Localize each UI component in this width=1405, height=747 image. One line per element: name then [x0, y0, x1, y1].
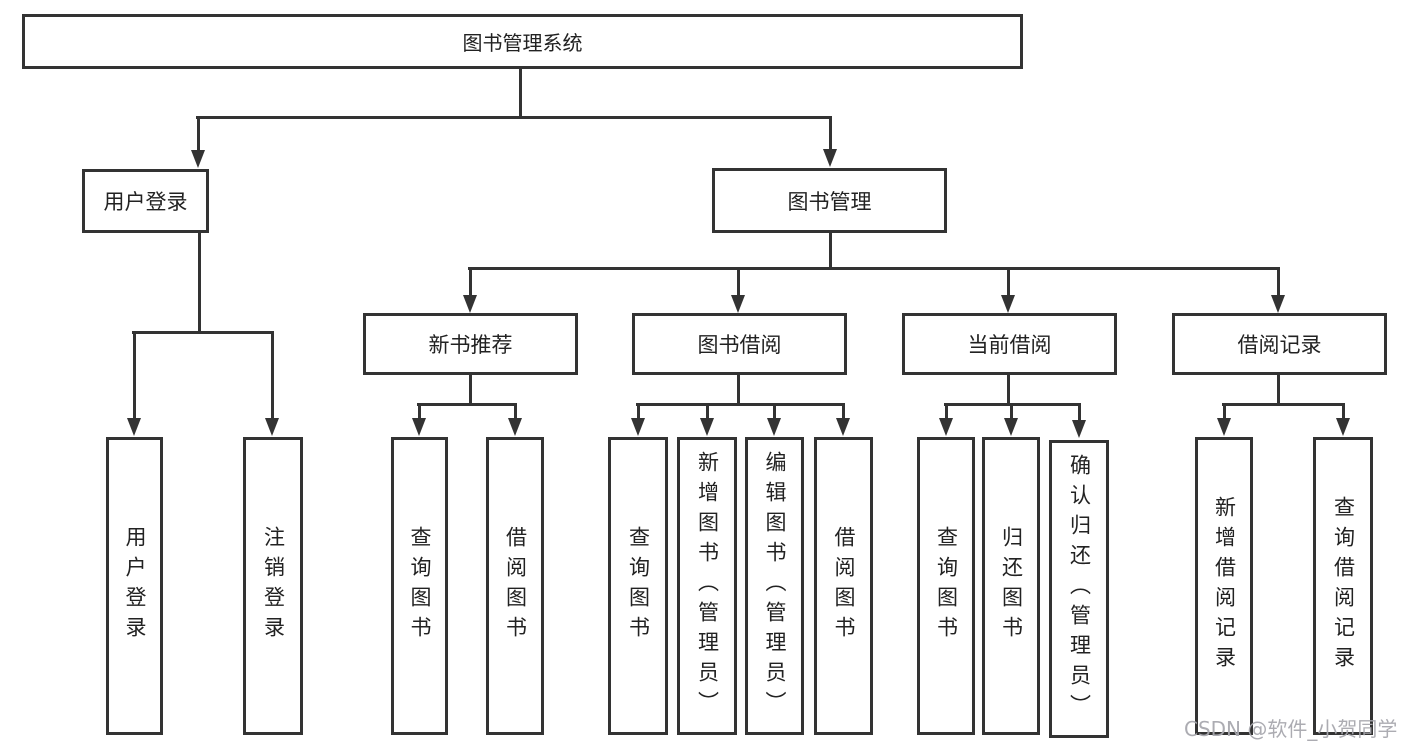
- leaf-edit-book-admin: 编辑图书（管理员）: [745, 437, 804, 735]
- node-label: 用户登录: [103, 190, 188, 214]
- node-label: 当前借阅: [967, 333, 1052, 357]
- arrowhead-add-book: [700, 418, 714, 436]
- node-book-borrowing: 图书借阅: [632, 313, 847, 375]
- node-label: 查询图书: [408, 526, 432, 646]
- connector-drop-user-login: [197, 116, 200, 152]
- arrowhead-query-2: [631, 418, 645, 436]
- arrowhead-current-borrowing: [1001, 295, 1015, 313]
- connector-drop-query-2: [637, 403, 640, 420]
- leaf-query-borrow-record: 查询借阅记录: [1313, 437, 1373, 735]
- leaf-add-book-admin: 新增图书（管理员）: [677, 437, 737, 735]
- connector-book-borrowing-rail: [636, 403, 845, 406]
- node-label: 借阅图书: [503, 526, 528, 646]
- connector-drop-current-borrowing: [1007, 267, 1010, 297]
- connector-drop-query-record: [1342, 403, 1345, 420]
- connector-current-borrowing-stem: [1007, 375, 1010, 406]
- node-root-library-system: 图书管理系统: [22, 14, 1023, 69]
- connector-drop-edit-book: [773, 403, 776, 420]
- arrowhead-logout-leaf: [265, 418, 279, 436]
- connector-drop-new-book: [469, 267, 472, 297]
- connector-drop-borrowing-records: [1277, 267, 1280, 297]
- arrowhead-add-record: [1217, 418, 1231, 436]
- arrowhead-new-book: [463, 295, 477, 313]
- leaf-query-books-current: 查询图书: [917, 437, 975, 735]
- node-label: 编辑图书（管理员）: [763, 451, 787, 721]
- leaf-logout: 注销登录: [243, 437, 303, 735]
- arrowhead-confirm-return: [1072, 420, 1086, 438]
- arrowhead-user-login: [191, 150, 205, 168]
- connector-drop-add-book: [706, 403, 709, 420]
- connector-drop-book-management: [829, 116, 832, 152]
- leaf-add-borrow-record: 新增借阅记录: [1195, 437, 1253, 735]
- node-label: 图书管理: [787, 189, 872, 214]
- node-label: 新增图书（管理员）: [695, 451, 720, 721]
- connector-drop-query-1: [418, 403, 421, 420]
- arrowhead-borrow-1: [508, 418, 522, 436]
- connector-book-mgmt-stem: [829, 233, 832, 270]
- connector-drop-borrow-1: [514, 403, 517, 420]
- node-label: 图书借阅: [697, 333, 782, 357]
- arrowhead-query-record: [1336, 418, 1350, 436]
- csdn-watermark: CSDN @软件_小贺同学: [1184, 717, 1398, 741]
- node-book-management: 图书管理: [712, 168, 947, 233]
- node-user-login: 用户登录: [82, 169, 209, 233]
- connector-drop-borrow-2: [842, 403, 845, 420]
- leaf-confirm-return-admin: 确认归还（管理员）: [1049, 440, 1109, 738]
- connector-new-book-stem: [469, 375, 472, 406]
- node-label: 查询借阅记录: [1331, 496, 1356, 676]
- connector-root-rail: [196, 116, 832, 119]
- arrowhead-return-book: [1004, 418, 1018, 436]
- connector-drop-return-book: [1010, 403, 1013, 420]
- node-label: 查询图书: [626, 526, 651, 646]
- leaf-borrow-books-borrowing: 借阅图书: [814, 437, 873, 735]
- connector-book-mgmt-rail: [468, 267, 1280, 270]
- arrowhead-book-borrowing: [731, 295, 745, 313]
- leaf-query-books-borrowing: 查询图书: [608, 437, 668, 735]
- connector-new-book-rail: [417, 403, 517, 406]
- connector-drop-login-leaf: [133, 331, 136, 420]
- arrowhead-book-management: [823, 149, 837, 167]
- arrowhead-query-3: [939, 418, 953, 436]
- node-label: 新书推荐: [428, 333, 513, 357]
- node-label: 借阅记录: [1237, 333, 1322, 357]
- node-label: 确认归还（管理员）: [1067, 454, 1092, 724]
- connector-drop-query-3: [945, 403, 948, 420]
- node-label: 用户登录: [123, 526, 147, 646]
- connector-drop-add-record: [1223, 403, 1226, 420]
- node-borrowing-records: 借阅记录: [1172, 313, 1387, 375]
- arrowhead-login-leaf: [127, 418, 141, 436]
- connector-drop-book-borrowing: [737, 267, 740, 297]
- arrowhead-borrow-2: [836, 418, 850, 436]
- connector-borrowing-records-stem: [1277, 375, 1280, 406]
- node-label: 新增借阅记录: [1212, 496, 1237, 676]
- leaf-user-login: 用户登录: [106, 437, 163, 735]
- node-label: 借阅图书: [832, 526, 856, 646]
- connector-borrowing-records-rail: [1222, 403, 1345, 406]
- node-label: 注销登录: [261, 526, 286, 646]
- arrowhead-edit-book: [767, 418, 781, 436]
- leaf-borrow-books-recommend: 借阅图书: [486, 437, 544, 735]
- arrowhead-borrowing-records: [1271, 295, 1285, 313]
- connector-root-stem: [519, 69, 522, 119]
- leaf-return-book: 归还图书: [982, 437, 1040, 735]
- node-current-borrowing: 当前借阅: [902, 313, 1117, 375]
- node-new-book-recommend: 新书推荐: [363, 313, 578, 375]
- leaf-query-books-recommend: 查询图书: [391, 437, 448, 735]
- node-label: 归还图书: [999, 526, 1024, 646]
- node-label: 图书管理系统: [462, 31, 583, 55]
- connector-drop-logout-leaf: [271, 331, 274, 420]
- connector-user-login-rail: [132, 331, 274, 334]
- node-label: 查询图书: [934, 526, 959, 646]
- connector-user-login-stem: [198, 233, 201, 334]
- connector-book-borrowing-stem: [737, 375, 740, 406]
- arrowhead-query-1: [412, 418, 426, 436]
- connector-drop-confirm-return: [1078, 403, 1081, 420]
